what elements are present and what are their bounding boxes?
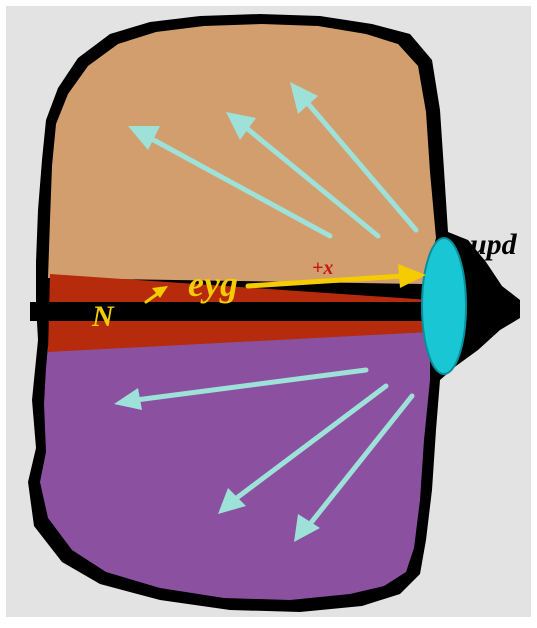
upper-region bbox=[48, 24, 436, 284]
normal-label: N bbox=[91, 300, 115, 333]
axis-label: +x bbox=[312, 257, 333, 279]
edge-label: upd bbox=[470, 228, 518, 261]
main-label: eyg bbox=[188, 264, 238, 304]
lower-region bbox=[40, 332, 430, 600]
edge-ellipse bbox=[422, 238, 466, 374]
